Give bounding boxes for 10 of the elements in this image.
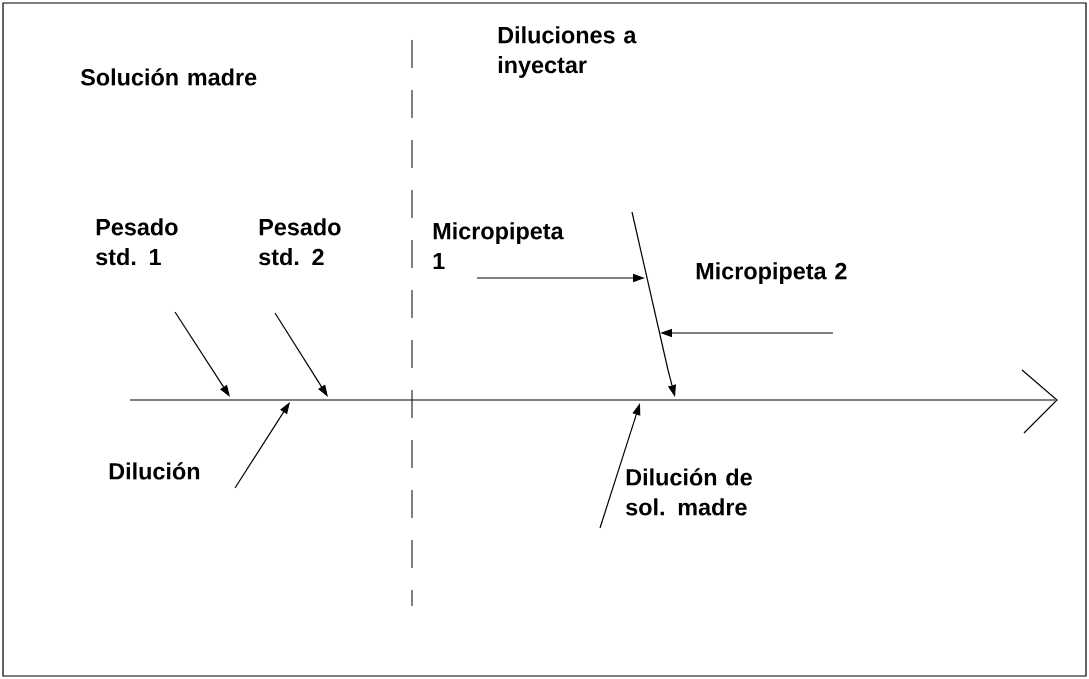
section-heading: Diluciones a inyectar bbox=[498, 26, 637, 78]
bone-line bbox=[631, 211, 669, 371]
cause-label: Micropipeta 1 bbox=[433, 222, 564, 270]
spine-arrow bbox=[129, 369, 1058, 434]
cause-label: Pesado std. 2 bbox=[259, 218, 341, 266]
cause-label: Dilución de sol. madre bbox=[626, 468, 752, 516]
cause-label: Pesado std. 1 bbox=[96, 218, 178, 266]
section-heading: Solución madre bbox=[80, 68, 257, 86]
cause-label: Dilución bbox=[109, 462, 200, 480]
cause-label: Micropipeta 2 bbox=[696, 262, 847, 284]
